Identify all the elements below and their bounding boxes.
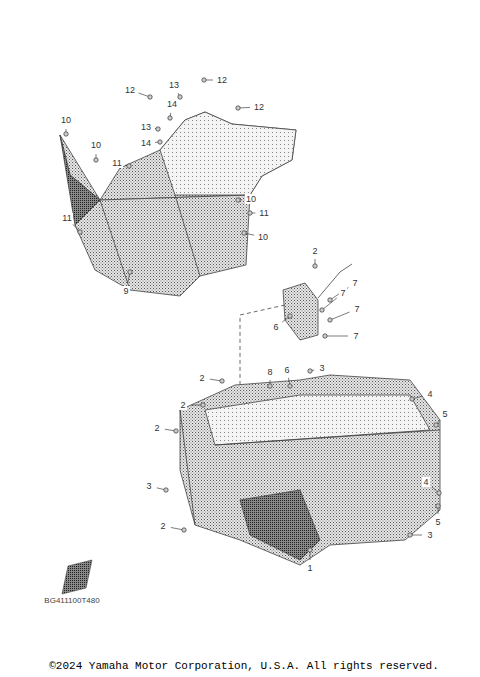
bolt-symbol <box>268 384 272 388</box>
callout-number: 5 <box>434 517 441 527</box>
callout-number: 7 <box>353 304 360 314</box>
callout-number: 1 <box>306 563 313 573</box>
bolt-symbol <box>308 369 312 373</box>
bolt-symbol <box>437 491 441 495</box>
bolt-symbol <box>248 211 252 215</box>
bolt-symbol <box>164 488 168 492</box>
bolt-symbol <box>410 397 414 401</box>
callout-number: 10 <box>60 115 72 125</box>
bolt-symbol <box>323 334 327 338</box>
bolt-symbol <box>182 528 186 532</box>
bolt-symbol <box>94 158 98 162</box>
manual-icon <box>62 560 92 594</box>
bolt-symbol <box>288 314 292 318</box>
bolt-symbol <box>156 127 160 131</box>
callout-number: 11 <box>258 208 269 218</box>
bolt-symbol <box>328 298 332 302</box>
callout-number: 12 <box>216 75 228 85</box>
callout-number: 14 <box>140 138 152 148</box>
leader-line <box>330 312 350 320</box>
bolt-symbol <box>236 198 240 202</box>
bolt-symbol <box>320 308 324 312</box>
bolt-symbol <box>168 116 172 120</box>
callout-number: 4 <box>426 389 433 399</box>
callout-number: 12 <box>253 102 265 112</box>
lower-tub <box>180 375 440 565</box>
bolt-symbol <box>328 318 332 322</box>
callout-number: 3 <box>318 363 325 373</box>
callout-number: 14 <box>166 99 178 109</box>
callout-number: 10 <box>90 140 102 150</box>
callout-number: 7 <box>339 288 346 298</box>
callout-number: 7 <box>351 278 358 288</box>
bolt-symbol <box>242 231 246 235</box>
leader-line <box>325 336 348 337</box>
bolt-symbol <box>436 504 440 508</box>
upper-cover <box>60 112 296 296</box>
callout-number: 11 <box>61 213 72 223</box>
callout-number: 9 <box>122 286 129 296</box>
bolt-symbol <box>78 230 82 234</box>
bolt-symbol <box>64 132 68 136</box>
bolt-symbol <box>178 95 182 99</box>
bolt-symbol <box>148 95 152 99</box>
bolt-symbol <box>201 403 205 407</box>
callout-number: 13 <box>140 122 152 132</box>
bolt-symbol <box>308 548 312 552</box>
copyright-notice: ©2024 Yamaha Motor Corporation, U.S.A. A… <box>48 661 439 671</box>
leader-line <box>330 287 348 300</box>
callout-number: 5 <box>441 409 448 419</box>
callout-number: 2 <box>179 400 186 410</box>
bolt-symbol <box>220 379 224 383</box>
figure-code: BG411100T480 <box>43 596 100 606</box>
callout-number: 11 <box>111 158 122 168</box>
callout-number: 10 <box>245 194 257 204</box>
callout-number: 3 <box>426 530 433 540</box>
callout-number: 13 <box>168 80 180 90</box>
bolt-symbol <box>434 423 438 427</box>
bolt-symbol <box>174 429 178 433</box>
bracket <box>240 264 352 385</box>
callout-number: 7 <box>352 331 359 341</box>
callout-number: 6 <box>283 365 290 375</box>
leader-line <box>322 298 337 310</box>
callout-number: 2 <box>311 246 318 256</box>
bolt-symbol <box>288 384 292 388</box>
bolt-symbol <box>158 140 162 144</box>
bolt-symbol <box>313 264 317 268</box>
callout-number: 2 <box>198 373 205 383</box>
callout-number: 3 <box>145 481 152 491</box>
callout-number: 8 <box>266 367 273 377</box>
bolt-symbol <box>408 533 412 537</box>
callout-number: 10 <box>257 232 269 242</box>
callout-number: 2 <box>153 423 160 433</box>
bolt-symbol <box>236 106 240 110</box>
callout-number: 2 <box>159 521 166 531</box>
callout-number: 12 <box>124 85 136 95</box>
callout-number: 4 <box>422 477 429 487</box>
bolt-symbol <box>128 270 132 274</box>
bolt-symbol <box>202 78 206 82</box>
bolt-symbol <box>127 164 131 168</box>
callout-number: 6 <box>272 322 279 332</box>
